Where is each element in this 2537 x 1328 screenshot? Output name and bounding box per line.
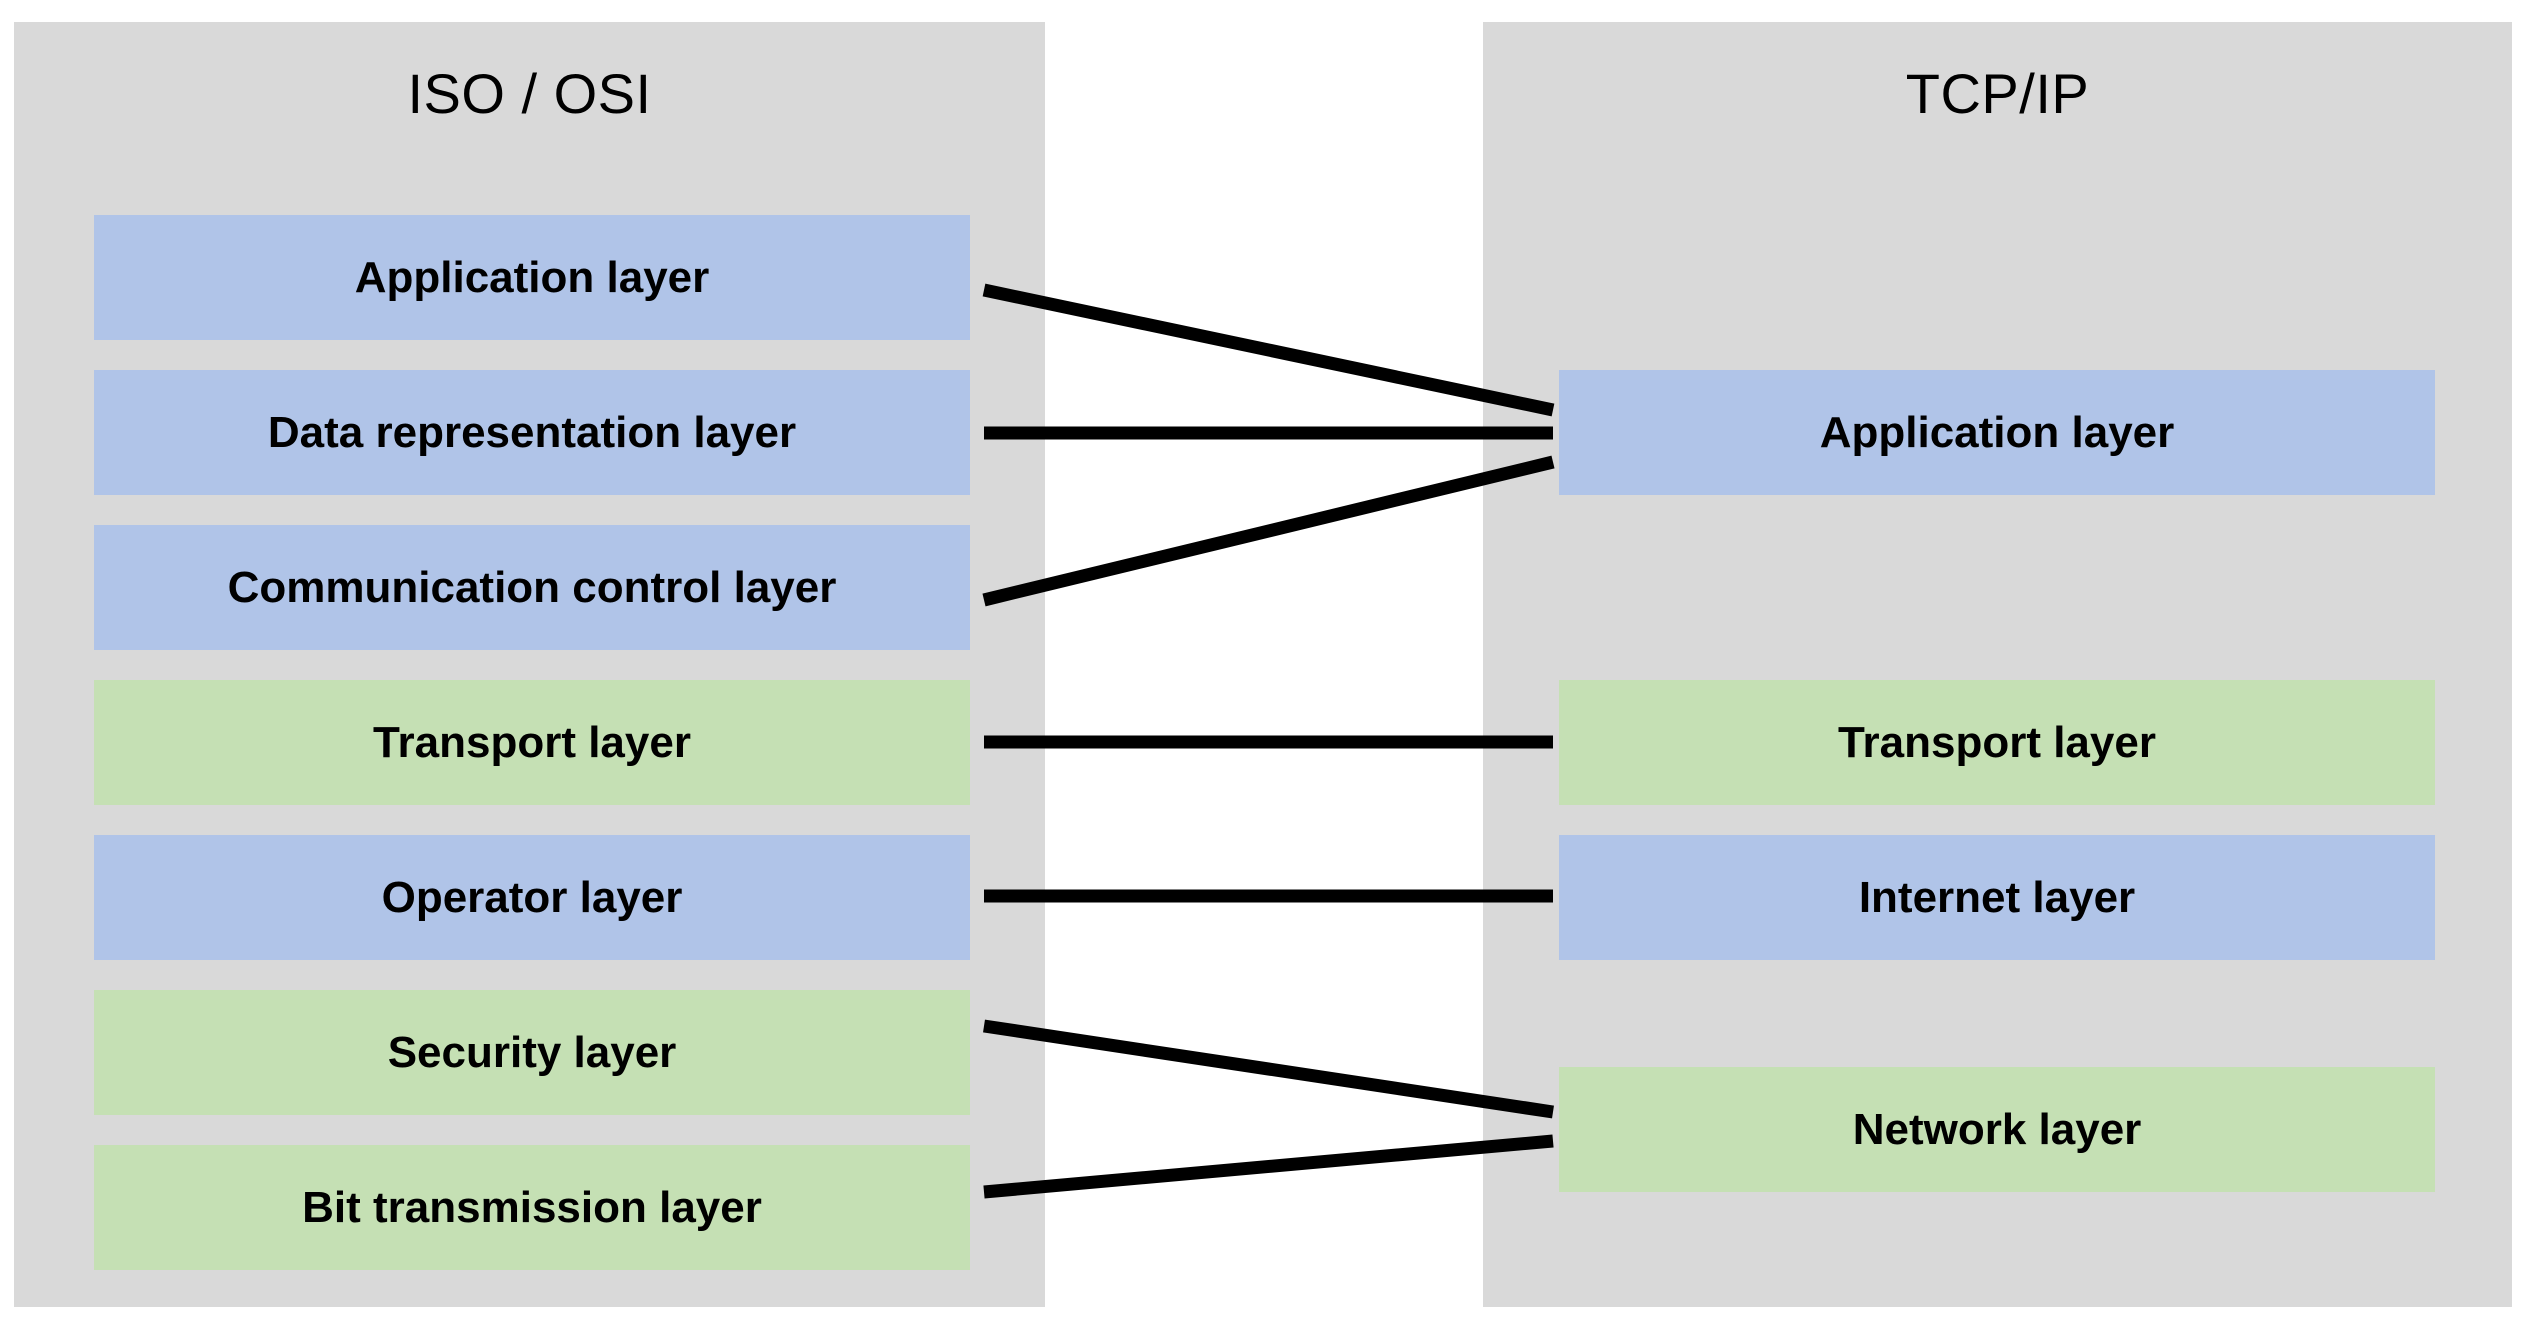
connector-osi-application-to-tcpip-application xyxy=(982,283,1555,417)
tcpip-layer-transport[interactable]: Transport layer xyxy=(1559,680,2435,805)
osi-layer-application[interactable]: Application layer xyxy=(94,215,970,340)
osi-panel-title: ISO / OSI xyxy=(407,62,652,125)
osi-layer-operator[interactable]: Operator layer xyxy=(94,835,970,960)
osi-panel: ISO / OSI Application layer Data represe… xyxy=(14,22,1045,1307)
osi-layer-data-representation[interactable]: Data representation layer xyxy=(94,370,970,495)
connector-osi-communication-control-to-tcpip-application xyxy=(982,455,1555,607)
tcpip-layer-network[interactable]: Network layer xyxy=(1559,1067,2435,1192)
osi-layer-bit-transmission[interactable]: Bit transmission layer xyxy=(94,1145,970,1270)
connector-osi-bit-transmission-to-tcpip-network xyxy=(983,1134,1554,1199)
osi-layer-transport[interactable]: Transport layer xyxy=(94,680,970,805)
tcpip-layer-internet[interactable]: Internet layer xyxy=(1559,835,2435,960)
tcpip-layer-application[interactable]: Application layer xyxy=(1559,370,2435,495)
osi-layer-communication-control[interactable]: Communication control layer xyxy=(94,525,970,650)
connector-osi-security-to-tcpip-network xyxy=(983,1019,1554,1119)
tcpip-panel: TCP/IP Application layer Transport layer… xyxy=(1483,22,2512,1307)
tcpip-panel-title: TCP/IP xyxy=(1905,62,2090,125)
osi-layer-security[interactable]: Security layer xyxy=(94,990,970,1115)
